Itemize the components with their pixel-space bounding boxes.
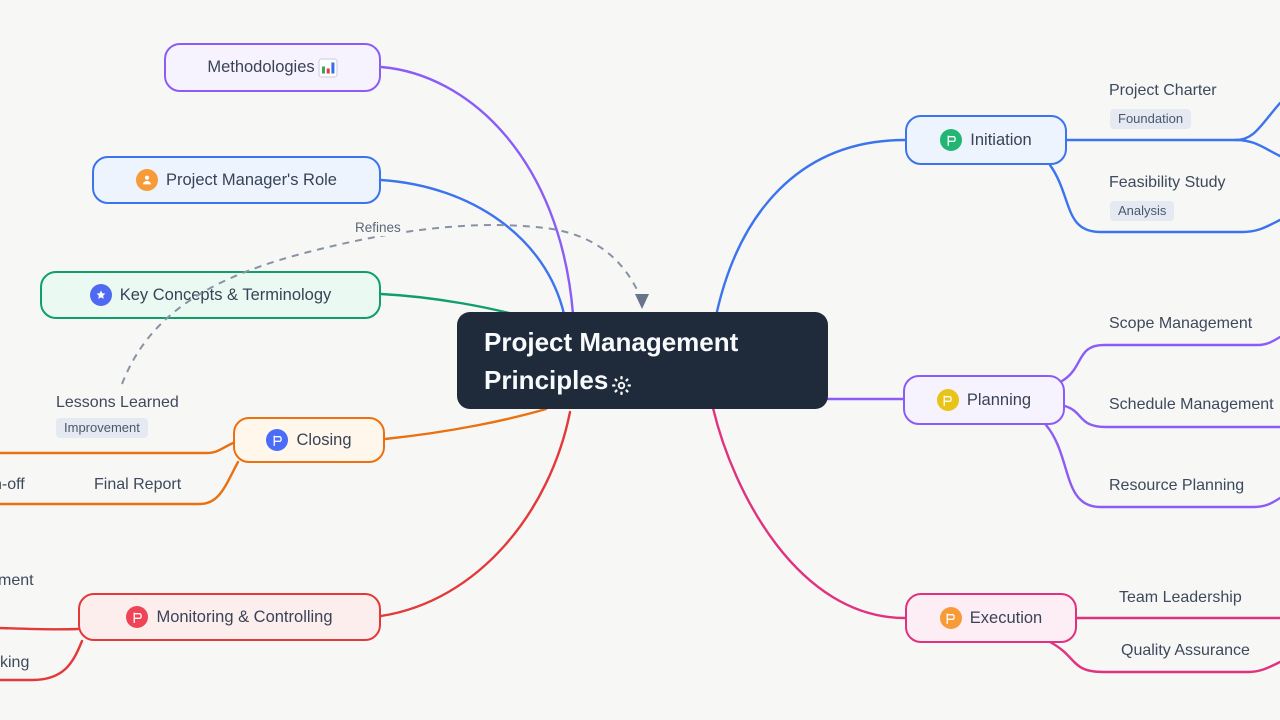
node-initiation[interactable]: Initiation: [905, 115, 1067, 165]
leaf-tracking-clipped[interactable]: king: [0, 654, 30, 671]
node-project-managers-role[interactable]: Project Manager's Role: [92, 156, 381, 204]
star-icon: [89, 284, 112, 306]
node-execution[interactable]: Execution: [905, 593, 1077, 643]
refines-link-label: Refines: [350, 219, 406, 236]
node-methodologies-label: Methodologies: [207, 58, 315, 76]
flag-icon: [126, 606, 149, 628]
leaf-feasibility-study[interactable]: Feasibility Study: [1109, 174, 1226, 191]
person-icon: [136, 169, 158, 191]
node-planning-label: Planning: [966, 390, 1032, 409]
edge-center-pm-role: [379, 178, 566, 316]
edge-planning-scope: [1060, 335, 1280, 383]
node-key-concepts-terminology[interactable]: Key Concepts & Terminology: [40, 271, 381, 319]
edge-center-initiation: [714, 138, 907, 318]
node-closing[interactable]: Closing: [233, 417, 385, 463]
node-closing-label: Closing: [296, 430, 352, 449]
leaf-project-charter[interactable]: Project Charter: [1109, 82, 1217, 99]
node-planning[interactable]: Planning: [903, 375, 1065, 425]
edge-monitoring-child-up: [0, 626, 80, 631]
leaf-final-report[interactable]: Final Report: [94, 476, 182, 493]
edge-project-charter-child-down: [1234, 138, 1280, 158]
leaf-scope-management[interactable]: Scope Management: [1109, 315, 1253, 332]
tag-improvement: Improvement: [56, 418, 148, 438]
leaf-schedule-management[interactable]: Schedule Management: [1109, 396, 1274, 413]
node-monitoring-controlling-label: Monitoring & Controlling: [156, 607, 333, 626]
flag-icon: [266, 429, 289, 451]
leaf-resource-planning[interactable]: Resource Planning: [1109, 477, 1245, 494]
node-key-concepts-terminology-label: Key Concepts & Terminology: [119, 285, 332, 304]
edge-center-monitoring: [379, 410, 572, 618]
flag-icon: [940, 129, 963, 151]
leaf-management-clipped[interactable]: ment: [0, 572, 34, 589]
leaf-sign-off-clipped[interactable]: n-off: [0, 476, 25, 493]
flag-icon: [939, 607, 962, 629]
bar-chart-icon: [318, 58, 338, 78]
flag-icon: [936, 389, 959, 411]
central-title-line1: Project Management: [484, 327, 739, 357]
leaf-team-leadership[interactable]: Team Leadership: [1119, 589, 1242, 606]
node-project-managers-role-label: Project Manager's Role: [166, 170, 337, 189]
leaf-quality-assurance[interactable]: Quality Assurance: [1121, 642, 1250, 659]
edge-center-execution: [711, 406, 907, 620]
central-title-line2: Principles: [484, 365, 609, 395]
node-monitoring-controlling[interactable]: Monitoring & Controlling: [78, 593, 381, 641]
node-methodologies[interactable]: Methodologies: [164, 43, 381, 92]
node-initiation-label: Initiation: [970, 130, 1032, 149]
node-execution-label: Execution: [969, 608, 1043, 627]
tag-foundation: Foundation: [1110, 109, 1192, 129]
edge-project-charter-child-up: [1234, 101, 1280, 142]
tag-analysis: Analysis: [1110, 201, 1175, 221]
central-node-project-management-principles[interactable]: Project Management Principles: [457, 312, 828, 409]
edge-closing-lessons-learned: [0, 441, 235, 455]
edge-center-closing: [383, 407, 548, 441]
refines-arrowhead-icon: [635, 294, 649, 309]
leaf-lessons-learned[interactable]: Lessons Learned: [56, 394, 179, 411]
gear-icon: [609, 369, 633, 399]
edge-center-methodologies: [379, 65, 575, 316]
